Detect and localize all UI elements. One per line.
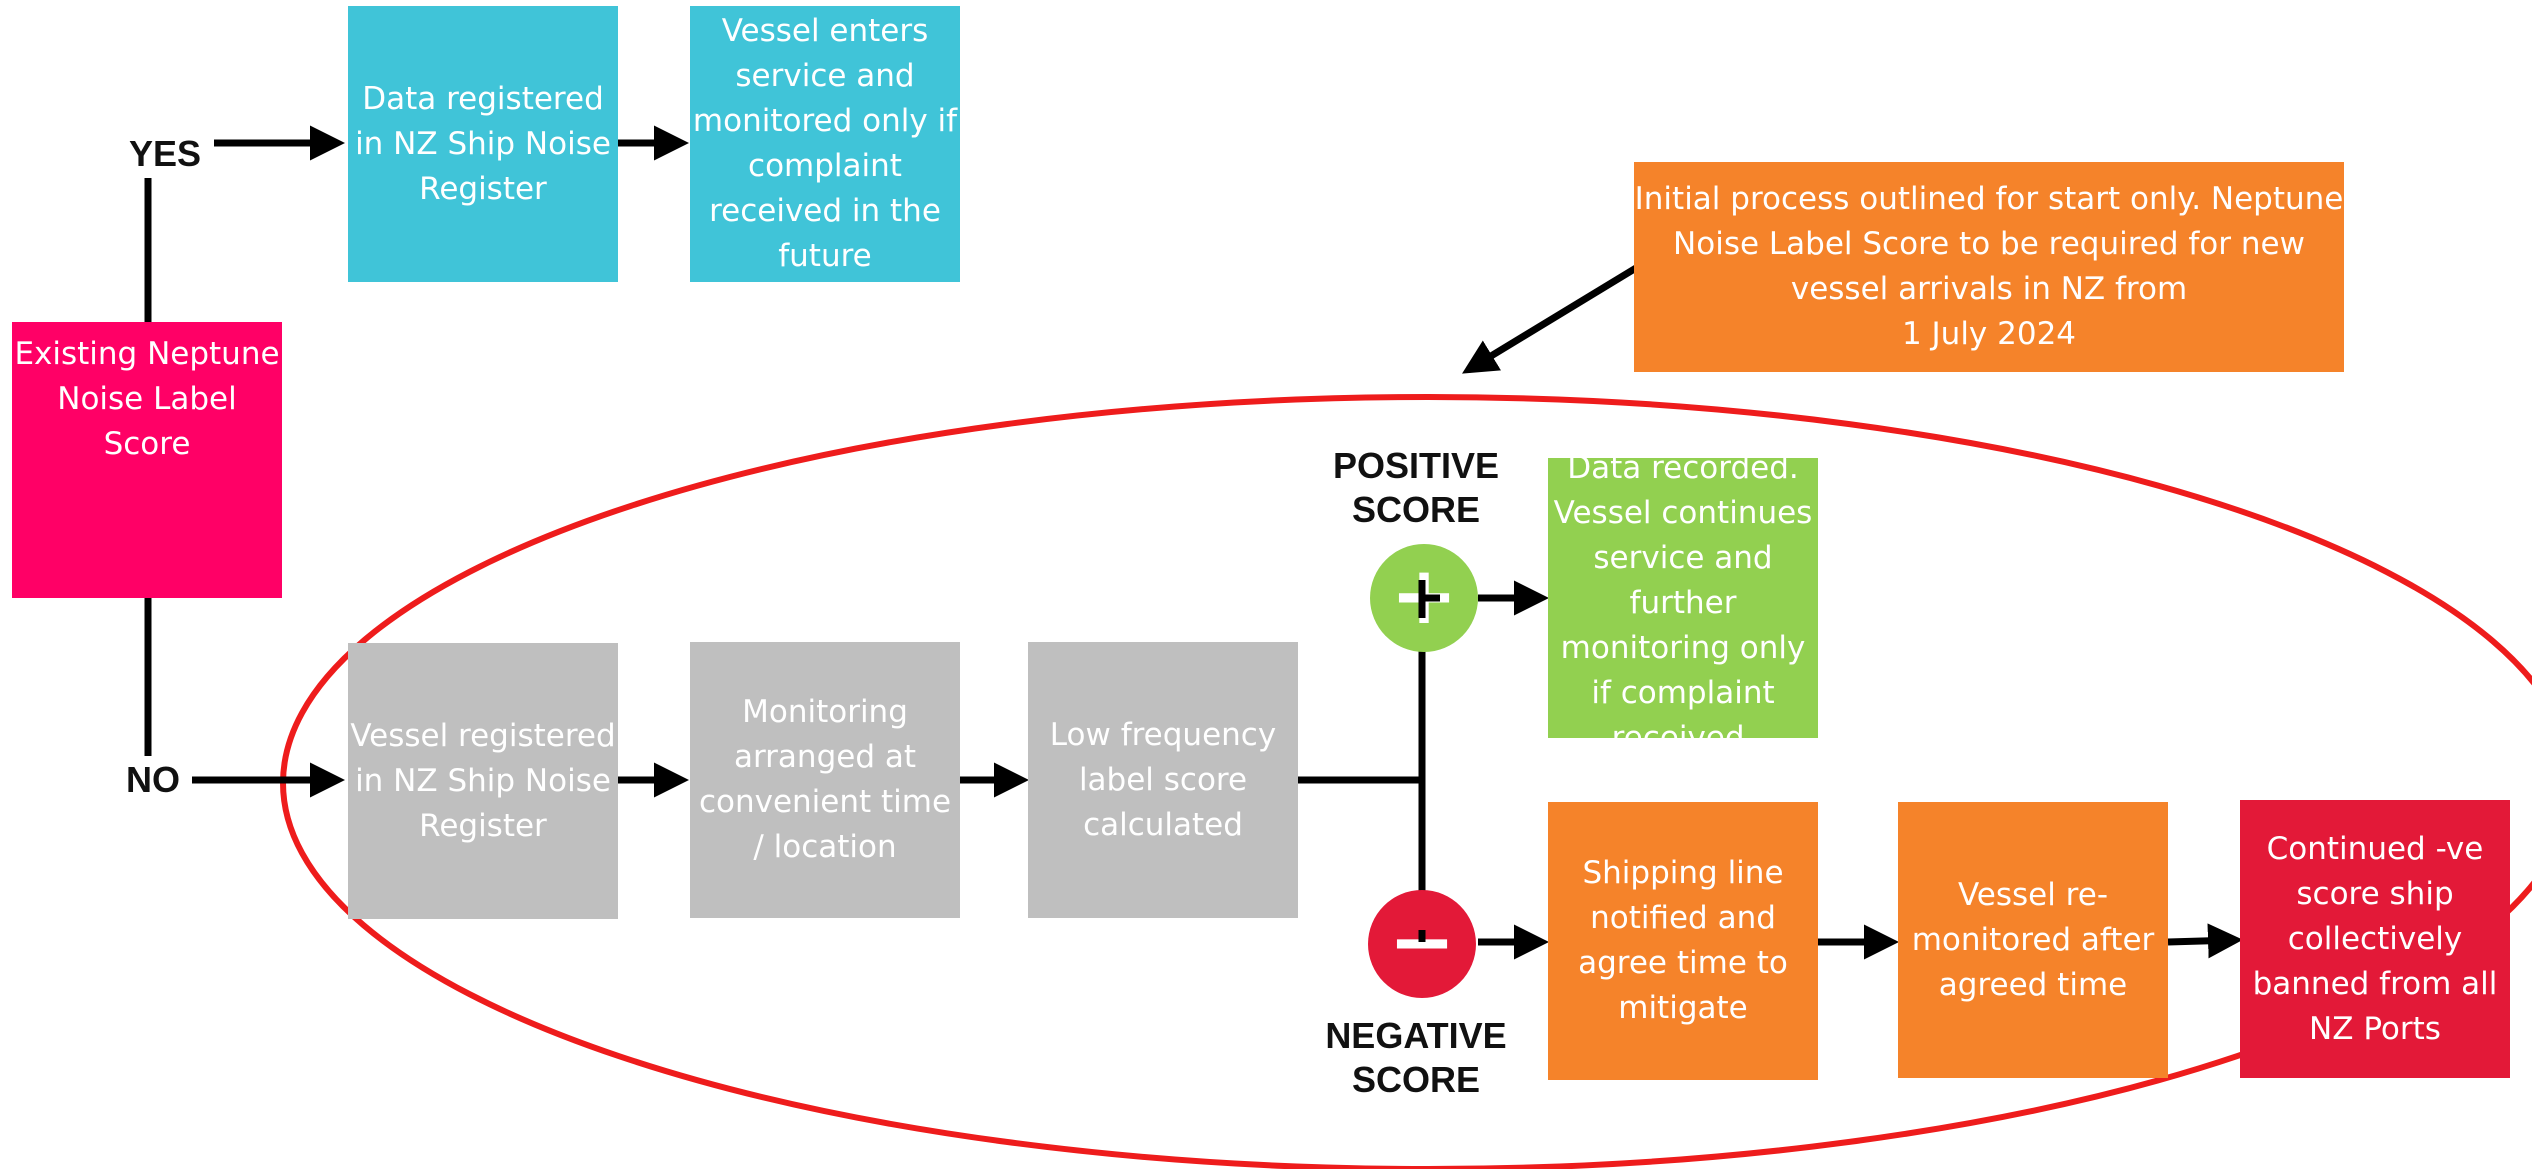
- existing-score-text: Existing Neptune Noise Label Score: [14, 336, 280, 462]
- positive-score-circle: +: [1370, 544, 1478, 652]
- positive-score-label: POSITIVE SCORE: [1332, 445, 1500, 530]
- monitoring-arranged-text: Monitoring arranged at convenient time /…: [698, 694, 952, 865]
- initial-process-note-text: Initial process outlined for start only.…: [1634, 181, 2344, 352]
- minus-icon: −: [1388, 895, 1456, 988]
- vessel-enters-service-box: Vessel enters service and monitored only…: [690, 6, 960, 282]
- data-registered-box: Data registered in NZ Ship Noise Registe…: [348, 6, 618, 282]
- vessel-enters-service-text: Vessel enters service and monitored only…: [692, 13, 958, 274]
- existing-score-box: Existing Neptune Noise Label Score: [12, 322, 282, 598]
- initial-process-note-box: Initial process outlined for start only.…: [1634, 162, 2344, 372]
- vessel-registered-text: Vessel registered in NZ Ship Noise Regis…: [350, 717, 616, 844]
- plus-icon: +: [1390, 549, 1458, 642]
- monitoring-arranged-box: Monitoring arranged at convenient time /…: [690, 642, 960, 918]
- ship-banned-box: Continued -ve score ship collectively ba…: [2240, 800, 2510, 1078]
- shipping-line-notified-text: Shipping line notified and agree time to…: [1578, 855, 1788, 1026]
- vessel-registered-box: Vessel registered in NZ Ship Noise Regis…: [348, 643, 618, 919]
- low-frequency-score-text: Low frequency label score calculated: [1049, 716, 1277, 843]
- no-label: NO: [126, 759, 180, 800]
- arrow-note-to-scope: [1462, 265, 1638, 374]
- vessel-remonitored-box: Vessel re-monitored after agreed time: [1898, 802, 2168, 1078]
- data-registered-text: Data registered in NZ Ship Noise Registe…: [355, 80, 611, 207]
- arrow-remonitored-to-banned: [2167, 923, 2243, 959]
- vessel-remonitored-text: Vessel re-monitored after agreed time: [1911, 876, 2155, 1003]
- yes-label: YES: [128, 133, 202, 174]
- data-recorded-box: Data recorded. Vessel continues service …: [1548, 458, 1818, 738]
- data-recorded-text: Data recorded. Vessel continues service …: [1553, 458, 1813, 738]
- negative-score-label: NEGATIVE SCORE: [1325, 1015, 1507, 1100]
- negative-score-circle: −: [1368, 890, 1476, 998]
- low-frequency-score-box: Low frequency label score calculated: [1028, 642, 1298, 918]
- ship-banned-text: Continued -ve score ship collectively ba…: [2252, 830, 2498, 1047]
- shipping-line-notified-box: Shipping line notified and agree time to…: [1548, 802, 1818, 1080]
